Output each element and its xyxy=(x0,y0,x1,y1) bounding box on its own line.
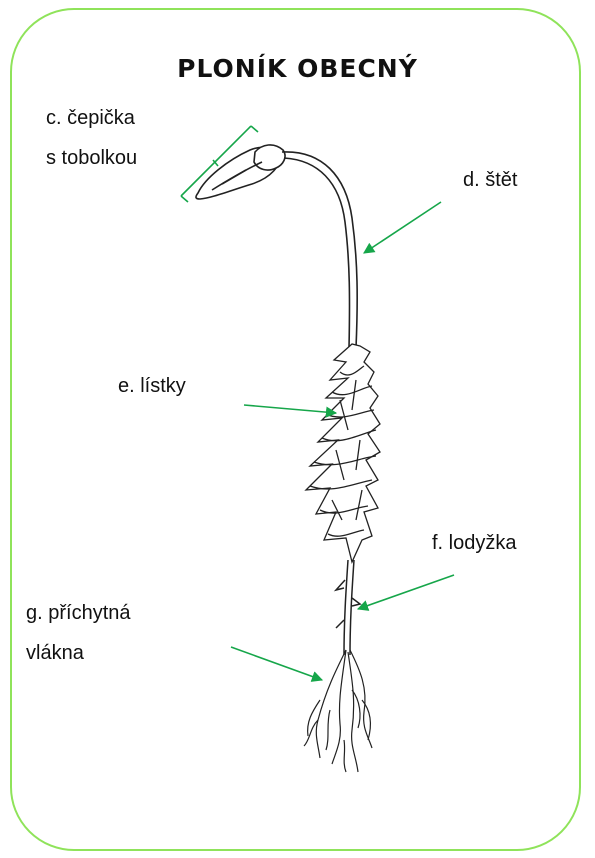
stem-icon xyxy=(336,560,360,655)
arrow-g xyxy=(231,647,322,680)
leafy-shoot-icon xyxy=(306,344,380,562)
arrow-f xyxy=(358,575,454,609)
rhizoids-icon xyxy=(304,650,372,772)
arrow-e xyxy=(244,405,336,413)
seta-icon xyxy=(282,152,357,348)
capsule-icon xyxy=(196,145,285,199)
arrow-d xyxy=(364,202,441,253)
